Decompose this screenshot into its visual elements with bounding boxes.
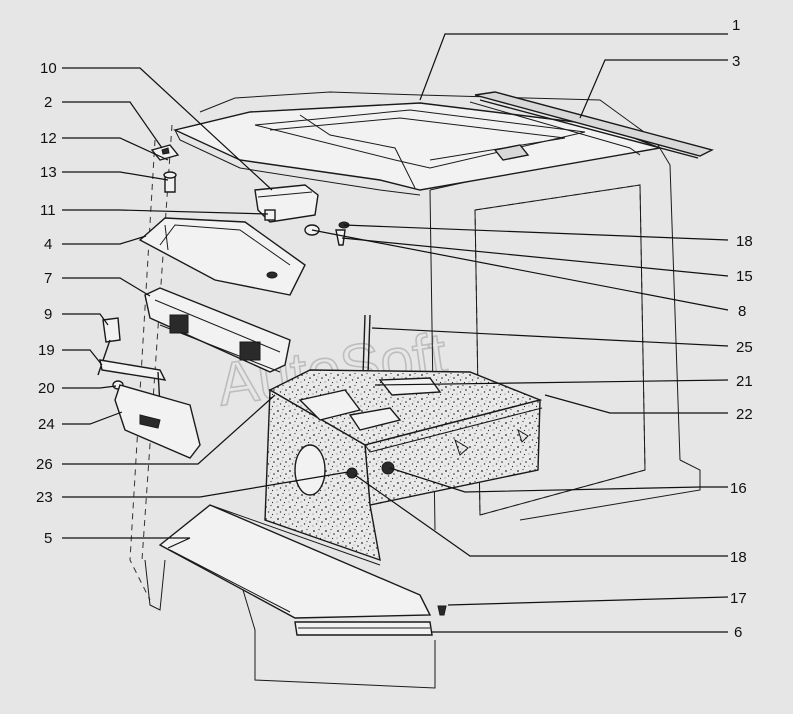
nut-11 <box>264 209 276 221</box>
callout-labels: 1 3 10 2 12 13 11 4 7 9 19 20 24 26 23 5… <box>36 17 753 641</box>
callout-4: 4 <box>44 236 52 253</box>
roof-panel <box>172 102 663 196</box>
floor-panel <box>158 504 432 619</box>
roof-rail <box>469 91 714 159</box>
callout-26: 26 <box>36 456 53 473</box>
bolt-13 <box>163 171 177 193</box>
callout-15: 15 <box>736 268 753 285</box>
callout-23: 23 <box>36 489 53 506</box>
leader-lines <box>62 33 729 633</box>
callout-17: 17 <box>730 590 747 607</box>
bottom-plate <box>294 621 433 636</box>
callout-12: 12 <box>40 130 57 147</box>
callout-22: 22 <box>736 406 753 423</box>
callout-20: 20 <box>38 380 55 397</box>
callout-25: 25 <box>736 339 753 356</box>
callout-18b: 18 <box>730 549 747 566</box>
callout-24: 24 <box>38 416 55 433</box>
engine-cover <box>264 369 543 562</box>
callout-7: 7 <box>44 270 52 287</box>
callout-11: 11 <box>40 202 56 219</box>
fasteners-top-right <box>304 221 350 246</box>
callout-6: 6 <box>734 624 742 641</box>
callout-9: 9 <box>44 306 52 323</box>
side-bracket <box>150 144 180 161</box>
callout-2: 2 <box>44 94 52 111</box>
handle-arm <box>99 359 167 406</box>
callout-5: 5 <box>44 530 52 547</box>
panel-24 <box>114 384 201 459</box>
callout-3: 3 <box>732 53 740 70</box>
callout-13: 13 <box>40 164 57 181</box>
callout-19: 19 <box>38 342 55 359</box>
callout-8: 8 <box>738 303 746 320</box>
callout-16: 16 <box>730 480 747 497</box>
callout-1: 1 <box>732 17 740 34</box>
callout-10: 10 <box>40 60 57 77</box>
screw-17 <box>437 605 447 616</box>
callout-21: 21 <box>736 373 753 390</box>
callout-18a: 18 <box>736 233 753 250</box>
fan-assembly <box>144 287 291 373</box>
lower-tray <box>138 217 306 296</box>
